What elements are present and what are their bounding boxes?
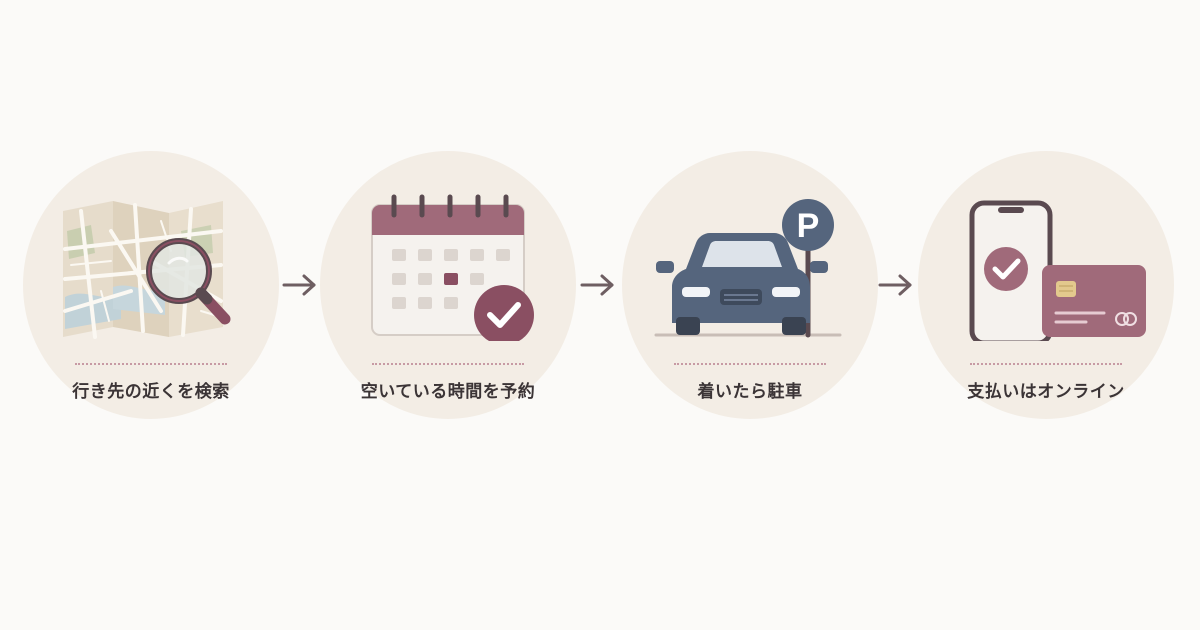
step-divider <box>372 363 524 365</box>
step-divider <box>674 363 826 365</box>
step-reserve-time: 空いている時間を予約 <box>320 151 576 419</box>
map-search-icon <box>63 201 231 339</box>
step-search-nearby: 行き先の近くを検索 <box>23 151 279 419</box>
car-parking-icon: P <box>654 199 842 338</box>
step-divider <box>75 363 227 365</box>
arrow-right-icon <box>578 272 618 298</box>
step-label: 支払いはオンライン <box>967 382 1125 402</box>
phone-card-payment-icon <box>969 200 1146 341</box>
step-divider <box>970 363 1122 365</box>
step-label: 空いている時間を予約 <box>360 382 536 402</box>
step-park-on-arrival: P 着いたら駐車 <box>622 151 878 419</box>
parking-sign-letter: P <box>797 207 820 245</box>
step-label: 着いたら駐車 <box>697 382 803 402</box>
step-label: 行き先の近くを検索 <box>72 382 230 402</box>
step-pay-online: 支払いはオンライン <box>918 151 1174 419</box>
calendar-check-icon <box>371 194 534 341</box>
arrow-right-icon <box>876 272 916 298</box>
arrow-right-icon <box>280 272 320 298</box>
